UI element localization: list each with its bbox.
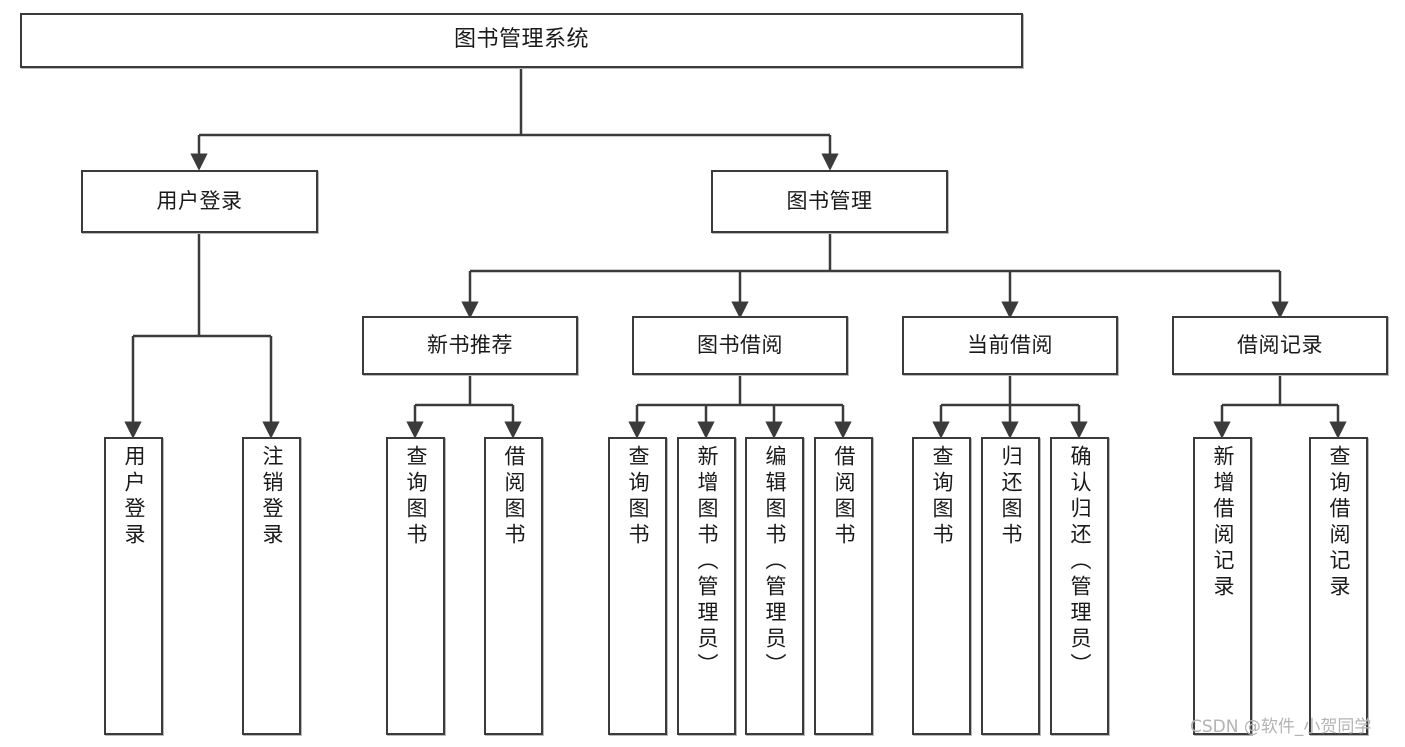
node-label: 查询图书 [626, 445, 650, 549]
node-book-borrow[interactable]: 图书借阅 [632, 316, 848, 375]
leaf-query-book-borrow[interactable]: 查询图书 [608, 437, 667, 735]
node-label: 查询图书 [930, 445, 954, 549]
node-label: 借阅图书 [502, 445, 526, 549]
node-borrow-records[interactable]: 借阅记录 [1172, 316, 1388, 375]
node-label: 编辑图书（管理员） [763, 445, 787, 679]
watermark: CSDN @软件_小贺同学 [1190, 717, 1372, 737]
leaf-edit-book-admin[interactable]: 编辑图书（管理员） [745, 437, 804, 735]
leaf-add-borrow-record[interactable]: 新增借阅记录 [1193, 437, 1252, 735]
node-new-book-recommend[interactable]: 新书推荐 [362, 316, 578, 375]
node-book-management[interactable]: 图书管理 [711, 170, 948, 233]
leaf-query-book-recommend[interactable]: 查询图书 [386, 437, 445, 735]
node-label: 借阅图书 [832, 445, 856, 549]
node-label: 当前借阅 [967, 332, 1053, 357]
node-user-login[interactable]: 用户登录 [81, 170, 318, 233]
node-label: 图书管理 [786, 188, 873, 213]
leaf-confirm-return-admin[interactable]: 确认归还（管理员） [1050, 437, 1109, 735]
node-label: 归还图书 [999, 445, 1023, 549]
leaf-query-borrow-record[interactable]: 查询借阅记录 [1309, 437, 1368, 735]
node-label: 新增借阅记录 [1211, 445, 1235, 601]
leaf-borrow-book[interactable]: 借阅图书 [814, 437, 873, 735]
leaf-borrow-book-recommend[interactable]: 借阅图书 [484, 437, 543, 735]
leaf-add-book-admin[interactable]: 新增图书（管理员） [677, 437, 736, 735]
node-label: 新书推荐 [427, 332, 513, 357]
node-label: 图书借阅 [697, 332, 783, 357]
leaf-query-book-current[interactable]: 查询图书 [912, 437, 971, 735]
node-label: 确认归还（管理员） [1068, 445, 1092, 679]
node-root-system[interactable]: 图书管理系统 [20, 13, 1023, 68]
node-label: 用户登录 [156, 188, 243, 213]
node-label: 注销登录 [260, 445, 284, 549]
leaf-return-book[interactable]: 归还图书 [981, 437, 1040, 735]
node-label: 查询图书 [404, 445, 428, 549]
node-label: 图书管理系统 [453, 27, 589, 53]
node-current-borrow[interactable]: 当前借阅 [902, 316, 1118, 375]
node-label: 新增图书（管理员） [695, 445, 719, 679]
leaf-user-login[interactable]: 用户登录 [104, 437, 163, 735]
leaf-logout[interactable]: 注销登录 [242, 437, 301, 735]
node-label: 查询借阅记录 [1327, 445, 1351, 601]
node-label: 借阅记录 [1237, 332, 1323, 357]
node-label: 用户登录 [122, 445, 146, 549]
